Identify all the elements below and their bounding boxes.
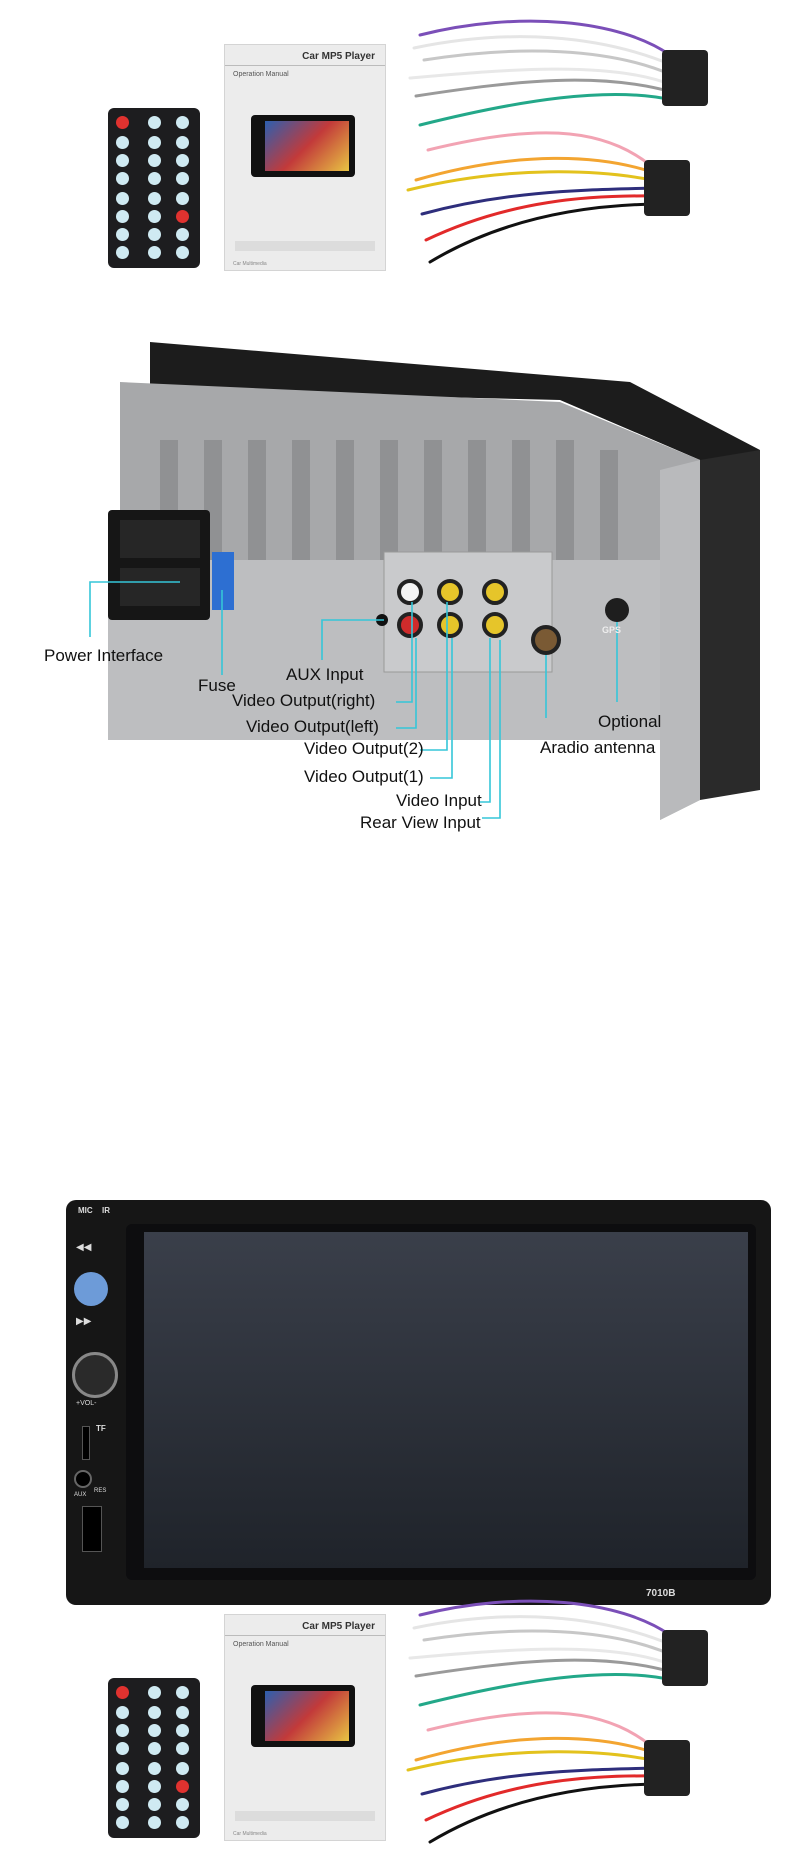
label-power-interface: Power Interface (44, 646, 164, 665)
volume-knob[interactable] (72, 1352, 118, 1398)
manual-device-image (251, 1685, 355, 1747)
label-optional: Optional (598, 712, 662, 731)
label-mic: MIC (78, 1206, 93, 1215)
manual-device-image (251, 115, 355, 177)
operation-manual: Car MP5 Player Operation Manual Car Mult… (224, 44, 386, 271)
usb-port[interactable] (82, 1506, 102, 1552)
label-video-output-1: Video Output(1) (304, 767, 424, 786)
label-ir: IR (102, 1206, 110, 1215)
screen-display (144, 1232, 748, 1568)
operation-manual: Car MP5 Player Operation Manual Car Mult… (224, 1614, 386, 1841)
next-button[interactable]: ▶▶ (76, 1316, 92, 1327)
power-button-icon (116, 116, 129, 129)
accessories-top: Car MP5 Player Operation Manual Car Mult… (0, 0, 790, 300)
gps-port-label: GPS (602, 625, 622, 635)
accessories-bottom: Car MP5 Player Operation Manual Car Mult… (0, 1580, 790, 1861)
front-view-section: MIC IR ◀◀ ▶▶ +VOL- TF RES AUX 7010B (66, 1200, 771, 1605)
power-mode-button[interactable] (74, 1272, 108, 1306)
remote-control (108, 1678, 200, 1838)
label-video-input: Video Input (396, 791, 482, 810)
label-video-output-left: Video Output(left) (246, 717, 379, 736)
label-tf: TF (96, 1424, 106, 1433)
manual-title: Car MP5 Player (302, 1621, 375, 1632)
label-aradio-antenna: Aradio antenna (540, 738, 656, 757)
wiring-harness-image (406, 19, 708, 264)
manual-title: Car MP5 Player (302, 51, 375, 62)
model-label: 7010B (646, 1588, 676, 1599)
power-button-icon (116, 1686, 129, 1699)
rear-view-section: GPS Power Interface Fuse AUX Input Video… (0, 320, 790, 1020)
wiring-harness-image (406, 1599, 708, 1844)
label-aux: AUX (74, 1492, 87, 1498)
label-video-output-right: Video Output(right) (232, 691, 376, 710)
label-rear-view-input: Rear View Input (360, 813, 481, 832)
label-video-output-2: Video Output(2) (304, 739, 424, 758)
remote-control (108, 108, 200, 268)
manual-subtitle: Operation Manual (233, 71, 289, 78)
head-unit-rear-image (89, 342, 760, 820)
manual-footer: Car Multimedia (233, 1831, 267, 1837)
label-aux-input: AUX Input (286, 665, 364, 684)
label-fuse: Fuse (198, 676, 236, 695)
manual-subtitle: Operation Manual (233, 1641, 289, 1648)
manual-footer: Car Multimedia (233, 261, 267, 267)
label-res: RES (94, 1488, 107, 1494)
prev-button[interactable]: ◀◀ (76, 1242, 92, 1253)
aux-jack[interactable] (74, 1470, 92, 1488)
label-vol: +VOL- (76, 1400, 97, 1407)
tf-card-slot[interactable] (82, 1426, 90, 1460)
